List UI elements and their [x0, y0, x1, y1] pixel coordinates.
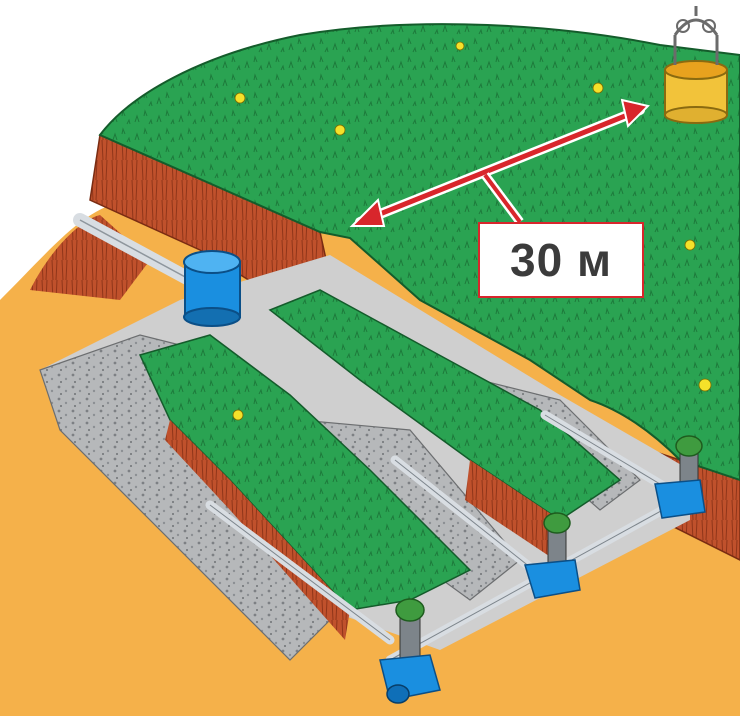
distance-label-box: 30 м [478, 222, 644, 298]
pipe-end [386, 684, 410, 704]
grass-strip-right [268, 289, 622, 521]
flower-icon [232, 41, 712, 421]
distance-label: 30 м [510, 234, 612, 286]
well-icon [664, 6, 728, 124]
septic-tank-icon [183, 250, 241, 327]
distance-arrow-icon [349, 98, 650, 227]
soil-strip-left-side [165, 420, 350, 640]
soil-strip-right-side [465, 460, 560, 560]
